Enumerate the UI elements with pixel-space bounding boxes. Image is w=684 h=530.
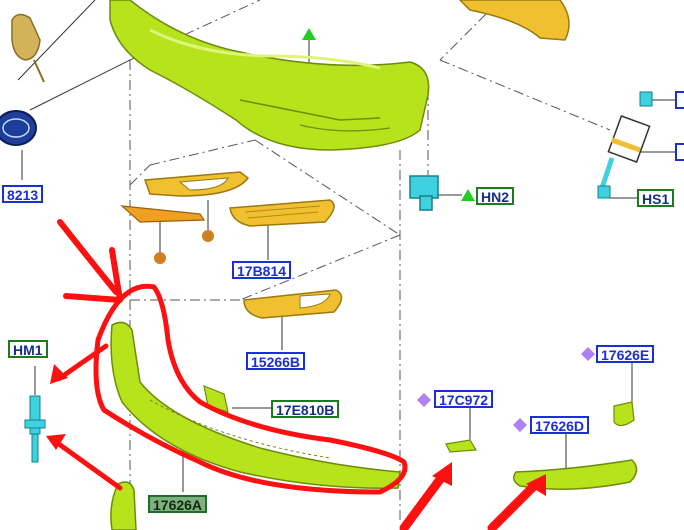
lower-corner-piece	[110, 481, 137, 530]
callout-17e810b[interactable]: 17E810B	[271, 400, 340, 418]
callout-17626d[interactable]: 17626D	[530, 416, 590, 434]
push-pin-part	[24, 395, 46, 463]
callout-hm1[interactable]: HM1	[8, 340, 48, 358]
callout-17626e[interactable]: 17626E	[596, 345, 655, 363]
arrow-heads	[46, 364, 546, 496]
fog-lamp-bezel-left	[143, 171, 250, 197]
fog-lamp-bezel-15266b	[243, 289, 343, 319]
ford-emblem	[0, 110, 37, 146]
callout-17626a[interactable]: 17626A	[148, 495, 208, 513]
callout-hn2[interactable]: HN2	[476, 187, 515, 205]
right-bracket-assembly	[597, 91, 653, 199]
callout-17b814[interactable]: 17B814	[232, 261, 292, 279]
lower-valance	[110, 321, 401, 489]
bumper-cover	[109, 0, 430, 151]
callout-hs1[interactable]: HS1	[637, 189, 675, 207]
clip-part	[409, 175, 439, 211]
trim-strip	[120, 205, 214, 264]
upper-bracket-yellow	[458, 0, 570, 41]
diamond-markers	[417, 347, 595, 432]
bracket-part	[11, 13, 45, 83]
marker-triangle	[302, 28, 316, 40]
edge-callout-stubs	[675, 91, 684, 161]
callout-17c972[interactable]: 17C972	[434, 390, 494, 408]
red-annotations	[53, 219, 541, 530]
fog-lamp-bezel-b814	[229, 199, 335, 227]
clip-17c972-part	[445, 439, 478, 453]
callout-15266b[interactable]: 15266B	[246, 352, 306, 370]
marker-triangle	[461, 189, 475, 201]
bracket-17626e-part	[613, 401, 635, 427]
callout-8213[interactable]: 8213	[2, 185, 44, 203]
